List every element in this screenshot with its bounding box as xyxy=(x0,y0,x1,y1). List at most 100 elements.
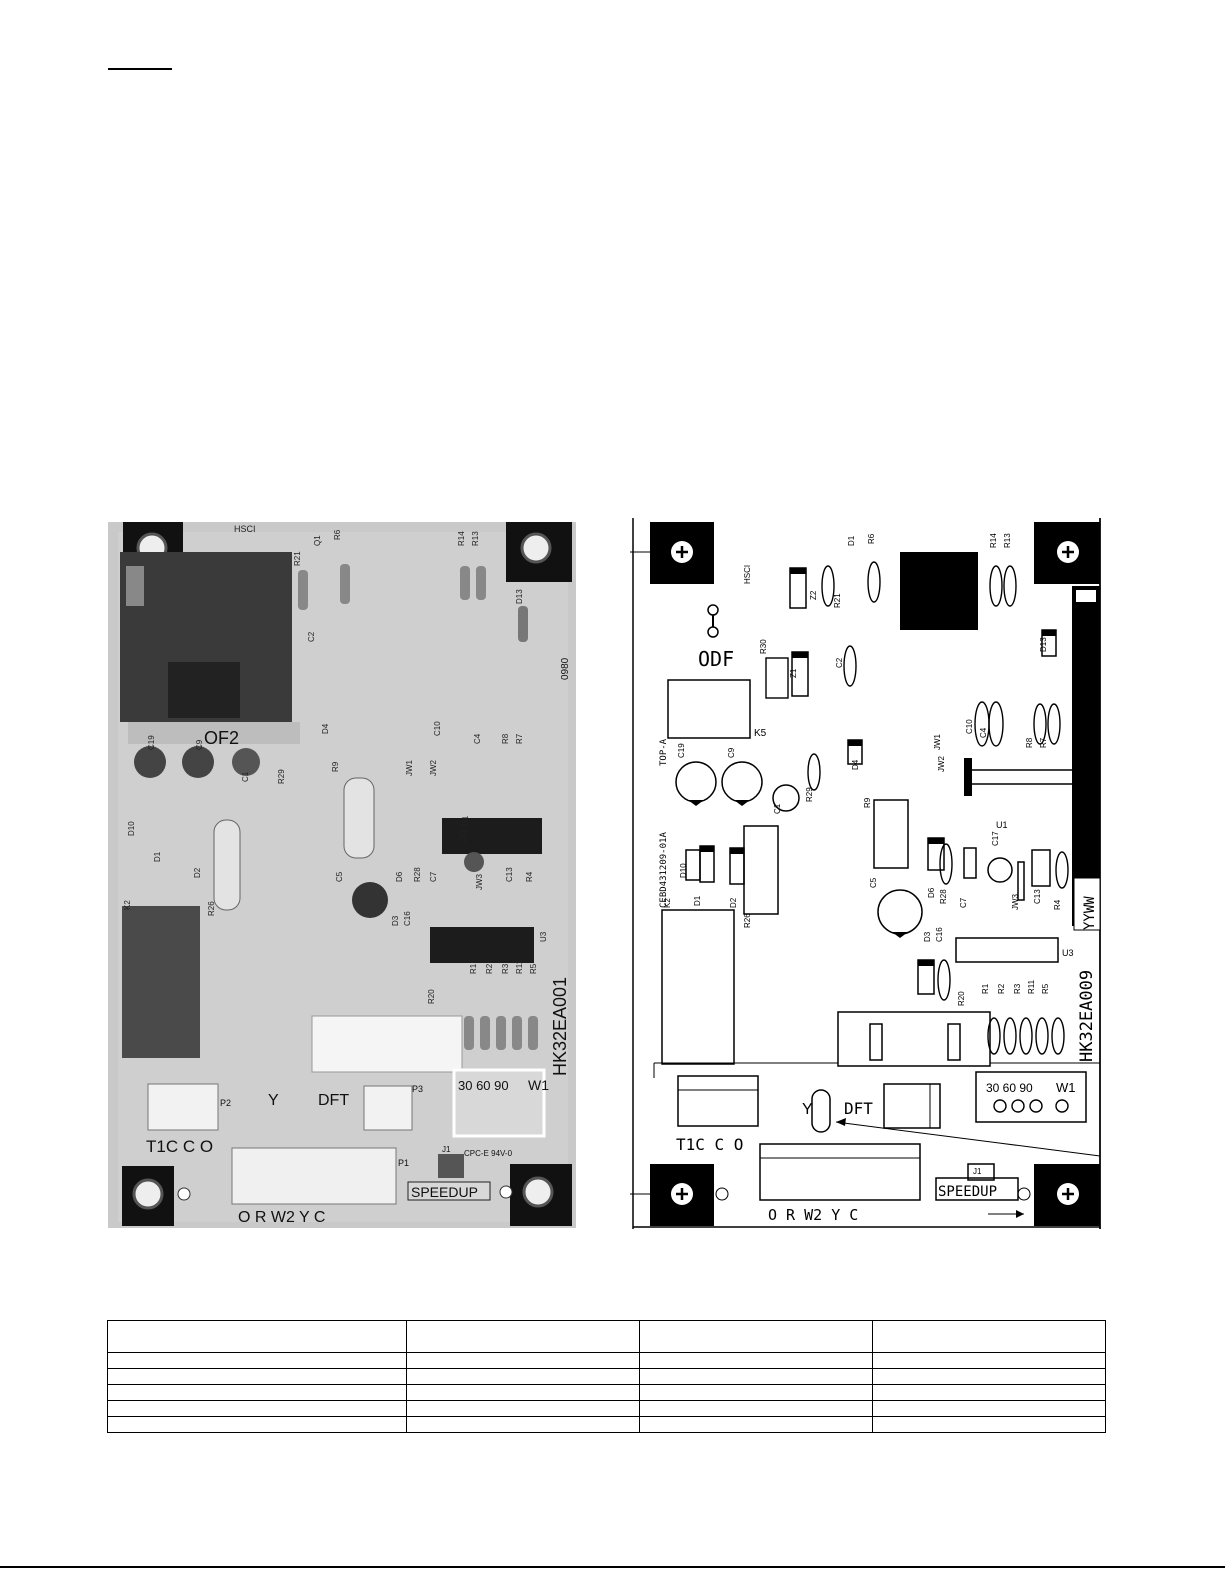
table-cell xyxy=(406,1416,640,1433)
component-designator: Q1 xyxy=(313,535,322,546)
table-header-cell xyxy=(639,1320,873,1353)
table-cell xyxy=(872,1352,1106,1369)
diagram-t1co-label: T1C C O xyxy=(676,1135,743,1154)
table-header-row xyxy=(107,1320,1106,1353)
photo-p3-label: P3 xyxy=(412,1084,423,1094)
table-header-cell xyxy=(406,1320,640,1353)
board-diagram: ODF K5 U1 U3 Y DFT T1C C O O R W2 Y C 30… xyxy=(630,518,1102,1229)
footer-rule xyxy=(0,1566,1225,1568)
component-designator: R26 xyxy=(207,901,216,916)
table-cell xyxy=(107,1368,407,1385)
component-designator: R14 xyxy=(457,531,466,546)
component-designator: C9 xyxy=(195,739,204,750)
component-designator: C13 xyxy=(1033,889,1042,904)
component-designator: JW1 xyxy=(933,733,942,750)
component-designator: Z2 xyxy=(809,590,818,600)
component-designator: R9 xyxy=(863,797,872,808)
component-designator: R21 xyxy=(833,593,842,608)
table-cell xyxy=(872,1416,1106,1433)
component-designator: R29 xyxy=(277,769,286,784)
component-designator: Z1 xyxy=(789,668,798,678)
component-designator: R1 xyxy=(469,963,478,974)
diagram-speedup-label: SPEEDUP xyxy=(938,1184,997,1200)
table-cell xyxy=(406,1384,640,1401)
component-designator: D10 xyxy=(679,863,688,878)
component-designator: C7 xyxy=(429,871,438,882)
component-designator: R2 xyxy=(485,963,494,974)
component-designator: R1 xyxy=(981,983,990,994)
board-photo: HSCI OF2 Y DFT T1C C O O R W2 Y C 30 60 … xyxy=(108,522,576,1228)
diagram-w1-label: W1 xyxy=(1056,1080,1076,1095)
component-designator: K2 xyxy=(663,898,672,908)
component-designator: R29 xyxy=(805,787,814,802)
component-designator: D4 xyxy=(321,723,330,734)
component-designator: R30 xyxy=(759,639,768,654)
component-designator: C10 xyxy=(433,721,442,736)
component-designator: D2 xyxy=(193,867,202,878)
header-rule xyxy=(108,68,172,70)
component-designator: C16 xyxy=(403,911,412,926)
component-designator: R14 xyxy=(989,533,998,548)
component-designator: U3 xyxy=(539,931,548,942)
photo-w1-label: W1 xyxy=(528,1077,549,1093)
component-designator: R11 xyxy=(1027,979,1036,994)
component-designator: D1 xyxy=(153,851,162,862)
component-designator: D2 xyxy=(729,897,738,908)
component-designator: R13 xyxy=(1003,533,1012,548)
diagram-dft-label: DFT xyxy=(844,1099,873,1118)
diagram-u3-label: U3 xyxy=(1062,948,1074,958)
table-row xyxy=(107,1352,1106,1369)
photo-orw2yc-label: O R W2 Y C xyxy=(238,1209,325,1226)
table-row xyxy=(107,1416,1106,1433)
diagram-u1-label: U1 xyxy=(996,820,1008,830)
component-designator: R5 xyxy=(1041,983,1050,994)
component-designator: R11 xyxy=(515,959,524,974)
photo-timing-label: 30 60 90 xyxy=(458,1078,509,1093)
table-cell xyxy=(406,1368,640,1385)
table-cell xyxy=(639,1400,873,1417)
component-designator: R4 xyxy=(1053,899,1062,910)
table-header-cell xyxy=(872,1320,1106,1353)
diagram-y-label: Y xyxy=(802,1101,813,1118)
table-row xyxy=(107,1368,1106,1385)
component-designator: R20 xyxy=(427,989,436,1004)
component-designator: C4 xyxy=(473,733,482,744)
table-cell xyxy=(639,1384,873,1401)
table-cell xyxy=(107,1384,407,1401)
component-designator: R7 xyxy=(515,733,524,744)
table-cell xyxy=(872,1384,1106,1401)
component-designator: C19 xyxy=(677,743,686,758)
component-designator: R20 xyxy=(957,991,966,1006)
component-designator: R28 xyxy=(939,889,948,904)
diagram-part-number: HK32EA009 xyxy=(1077,970,1097,1062)
component-designator: D3 xyxy=(923,931,932,942)
diagram-jumper-label: J1 xyxy=(973,1167,982,1176)
component-designator: R26 xyxy=(743,913,752,928)
component-designator: D6 xyxy=(395,871,404,882)
table-row xyxy=(107,1400,1106,1417)
table-cell xyxy=(107,1352,407,1369)
component-designator: C10 xyxy=(965,719,974,734)
diagram-cert-label: HSCI xyxy=(743,565,752,584)
component-designator: JW3 xyxy=(475,873,484,890)
component-designator: R4 xyxy=(525,871,534,882)
component-designator: C1 xyxy=(241,771,250,782)
diagram-k5-label: K5 xyxy=(754,728,767,739)
component-designator: C17 xyxy=(991,831,1000,846)
component-designator: C19 xyxy=(147,735,156,750)
component-designator: U1 xyxy=(461,815,470,826)
component-designator: R6 xyxy=(867,533,876,544)
photo-p2-label: P2 xyxy=(220,1098,231,1108)
table-cell xyxy=(872,1368,1106,1385)
component-designator: R2 xyxy=(997,983,1006,994)
table-cell xyxy=(406,1400,640,1417)
component-designator: C17 xyxy=(459,829,468,844)
component-designator: C5 xyxy=(335,871,344,882)
component-designator: R8 xyxy=(501,733,510,744)
component-designator: R3 xyxy=(501,963,510,974)
component-designator: D6 xyxy=(927,887,936,898)
component-designator: JW2 xyxy=(937,755,946,772)
table-cell xyxy=(406,1352,640,1369)
photo-t1co-label: T1C C O xyxy=(146,1137,213,1156)
spec-table xyxy=(107,1320,1106,1433)
